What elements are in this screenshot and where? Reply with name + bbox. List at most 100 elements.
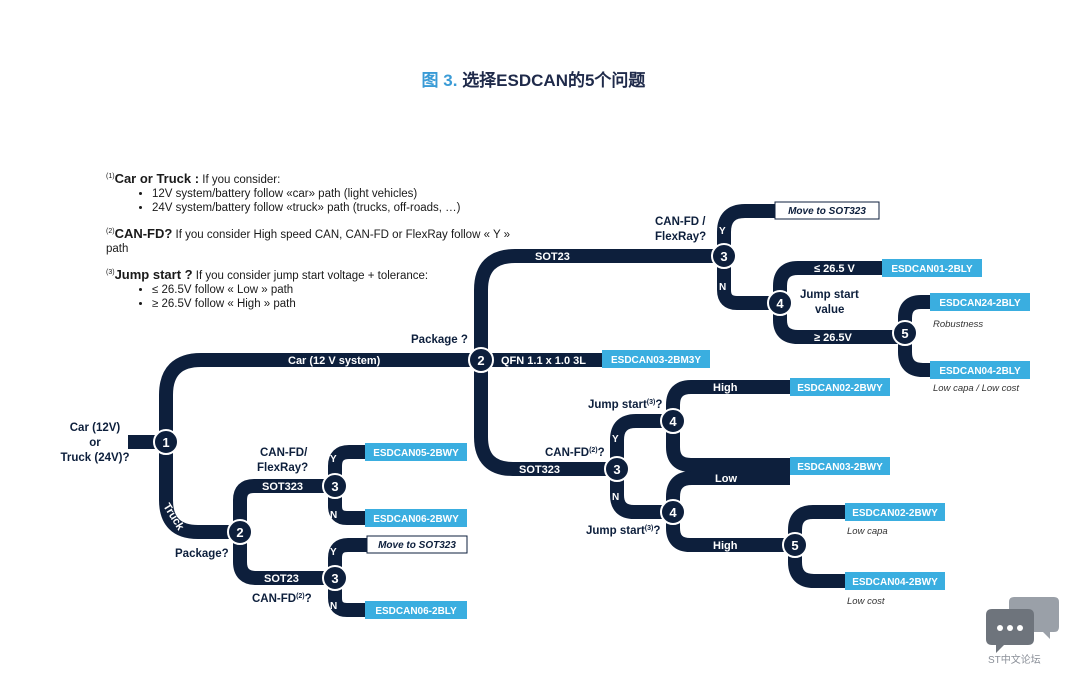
step-number: 5 [901, 326, 908, 341]
note-jump-start: (3)Jump start ? If you consider jump sta… [106, 268, 526, 311]
path-top4-high [773, 303, 905, 344]
result-esdcan06-2bly: ESDCAN06-2BLY [365, 601, 467, 619]
note-bullets: ≤ 26.5V follow « Low » path ≥ 26.5V foll… [106, 283, 526, 311]
path-truck [159, 442, 240, 539]
jump-start-value-question: value [815, 304, 844, 316]
footnotes: (1)Car or Truck : If you consider: 12V s… [106, 172, 526, 323]
result-esdcan06-2bwy: ESDCAN06-2BWY [365, 509, 467, 527]
sot323-label: SOT323 [519, 464, 560, 476]
path-mid3-y [610, 414, 673, 469]
note-canfd: (2)CAN-FD? If you consider High speed CA… [106, 227, 526, 256]
jump-start-text: Jump start [586, 525, 645, 537]
path-sot323 [474, 360, 617, 476]
result-esdcan04-2bwy: ESDCAN04-2BWY [845, 572, 945, 590]
result-esdcan24-2bly: ESDCAN24-2BLY [930, 293, 1030, 311]
chat-bubble-icon [986, 597, 1059, 653]
canfd-text: CAN-FD [545, 447, 589, 459]
result-label: ESDCAN06-2BWY [373, 514, 459, 525]
no-label: N [612, 492, 619, 503]
question-mark: ? [653, 525, 660, 537]
question-mark: ? [655, 399, 662, 411]
svg-text:Jump start(3)?: Jump start(3)? [586, 525, 660, 537]
figure-number: 图 3. [421, 71, 458, 90]
note-bullet: 24V system/battery follow «truck» path (… [152, 201, 526, 215]
note-bullet: ≥ 26.5V follow « High » path [152, 297, 526, 311]
svg-text:CAN-FD(2)?: CAN-FD(2)? [545, 447, 605, 459]
path-top3-y [717, 204, 775, 256]
result-esdcan01-2bly: ESDCAN01-2BLY [882, 259, 982, 277]
no-label: N [719, 282, 726, 293]
truck-canfd-flexray-question: CAN-FD/ [260, 447, 308, 459]
caption-low-capa: Low capa [847, 526, 888, 537]
canfd-question-mid: CAN-FD(2)? [545, 447, 605, 459]
high-label: High [713, 540, 738, 552]
car-branch-label: Car (12 V system) [288, 355, 381, 367]
path-lo5-lowcost [788, 545, 845, 588]
path-top4-low [773, 261, 882, 303]
question-mark: ? [598, 447, 605, 459]
path-tl3-n [328, 578, 365, 617]
result-label: ESDCAN06-2BLY [375, 606, 457, 617]
note-title: Car or Truck : [114, 171, 200, 186]
note-bullets: 12V system/battery follow «car» path (li… [106, 187, 526, 215]
path-car [159, 353, 481, 442]
sot23-label: SOT23 [535, 251, 570, 263]
path-lo5-lowcapa [788, 505, 845, 545]
truck-canfd-flexray-question: FlexRay? [257, 462, 308, 474]
note-car-truck: (1)Car or Truck : If you consider: 12V s… [106, 172, 526, 215]
start-question: Car (12V) or Truck (24V)? [60, 422, 129, 464]
yes-label: Y [330, 454, 337, 465]
result-move-sot323-truck: Move to SOT323 [366, 535, 468, 554]
yes-label: Y [612, 434, 619, 445]
step-node-3-truck-upper: 3 [322, 473, 348, 499]
sup-mark: (3) [645, 525, 654, 532]
result-label: ESDCAN02-2BWY [852, 508, 938, 519]
step-node-3-top: 3 [711, 243, 737, 269]
step-number: 4 [776, 296, 784, 311]
sup-mark: (2) [589, 447, 598, 454]
start-line: Car (12V) [70, 422, 121, 434]
result-move-sot323-top: Move to SOT323 [774, 201, 880, 220]
no-label: N [330, 601, 337, 612]
note-text: If you consider: [199, 174, 281, 186]
result-label: ESDCAN03-2BM3Y [611, 355, 701, 366]
path-up4-low [666, 421, 790, 472]
canfd-flexray-question: CAN-FD / [655, 216, 706, 228]
path-top5-robust [898, 295, 930, 333]
step-node-4-top: 4 [767, 290, 793, 316]
note-title: Jump start ? [114, 267, 193, 282]
path-lines [128, 204, 930, 617]
yes-label: Y [719, 226, 726, 237]
question-mark: ? [305, 593, 312, 605]
canfd-question-truck: CAN-FD(2)? [252, 593, 312, 605]
path-up4-high [666, 380, 790, 421]
step-node-2-car: 2 [468, 347, 494, 373]
step-number: 3 [613, 462, 620, 477]
ge-26-5-label: ≥ 26.5V [814, 332, 853, 344]
result-label: ESDCAN01-2BLY [891, 264, 973, 275]
path-tu3-y [328, 445, 365, 486]
step-number: 5 [791, 538, 798, 553]
start-line: Truck (24V)? [60, 452, 129, 464]
step-node-2-truck: 2 [227, 519, 253, 545]
sup-mark: (3) [647, 399, 656, 406]
step-number: 4 [669, 414, 677, 429]
path-lo4-low [666, 471, 790, 512]
result-label: ESDCAN04-2BLY [939, 366, 1021, 377]
result-label: ESDCAN05-2BWY [373, 448, 459, 459]
path-sot23 [474, 249, 724, 360]
note-bullet: ≤ 26.5V follow « Low » path [152, 283, 526, 297]
jump-start-question-lower: Jump start(3)? [586, 525, 660, 537]
step-number: 4 [669, 505, 677, 520]
note-text: If you consider jump start voltage + tol… [192, 270, 429, 282]
result-label: ESDCAN02-2BWY [797, 383, 883, 394]
result-esdcan02-2bwy-low: ESDCAN02-2BWY [845, 503, 945, 521]
step-node-5-top: 5 [892, 320, 918, 346]
result-label: ESDCAN04-2BWY [852, 577, 938, 588]
note-bullet: 12V system/battery follow «car» path (li… [152, 187, 526, 201]
no-label: N [330, 510, 337, 521]
result-esdcan05-2bwy: ESDCAN05-2BWY [365, 443, 467, 461]
step-number: 3 [720, 249, 727, 264]
path-tu3-n [328, 486, 365, 525]
